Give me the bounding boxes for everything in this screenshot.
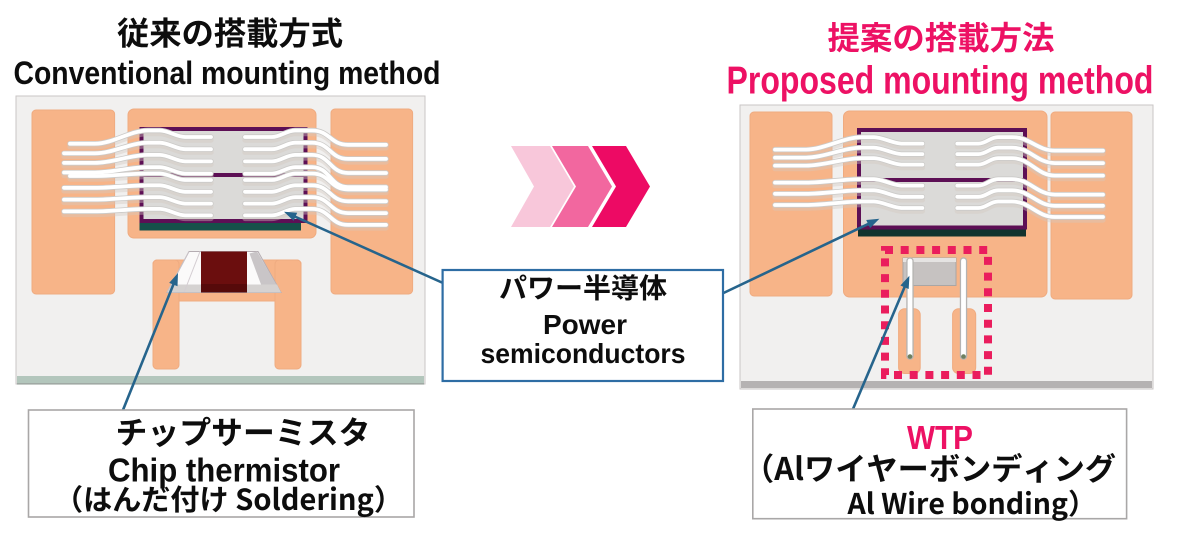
svg-text:semiconductors: semiconductors [481, 338, 686, 369]
svg-text:Proposed mounting method: Proposed mounting method [727, 60, 1154, 103]
svg-text:Conventional mounting method: Conventional mounting method [14, 55, 441, 91]
svg-text:WTP: WTP [907, 419, 973, 456]
svg-text:Power: Power [543, 309, 627, 340]
svg-text:Chip thermistor: Chip thermistor [108, 451, 340, 488]
